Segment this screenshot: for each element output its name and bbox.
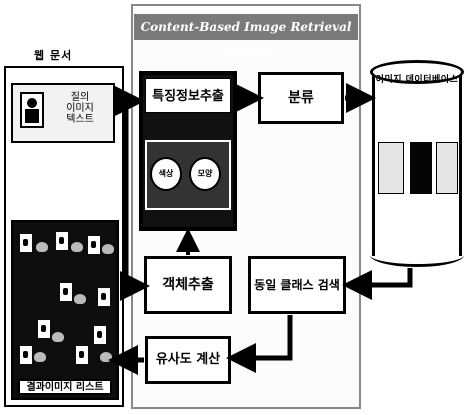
- arrow-search-to-similarity: [236, 315, 290, 358]
- arrow-database-to-search: [352, 268, 410, 285]
